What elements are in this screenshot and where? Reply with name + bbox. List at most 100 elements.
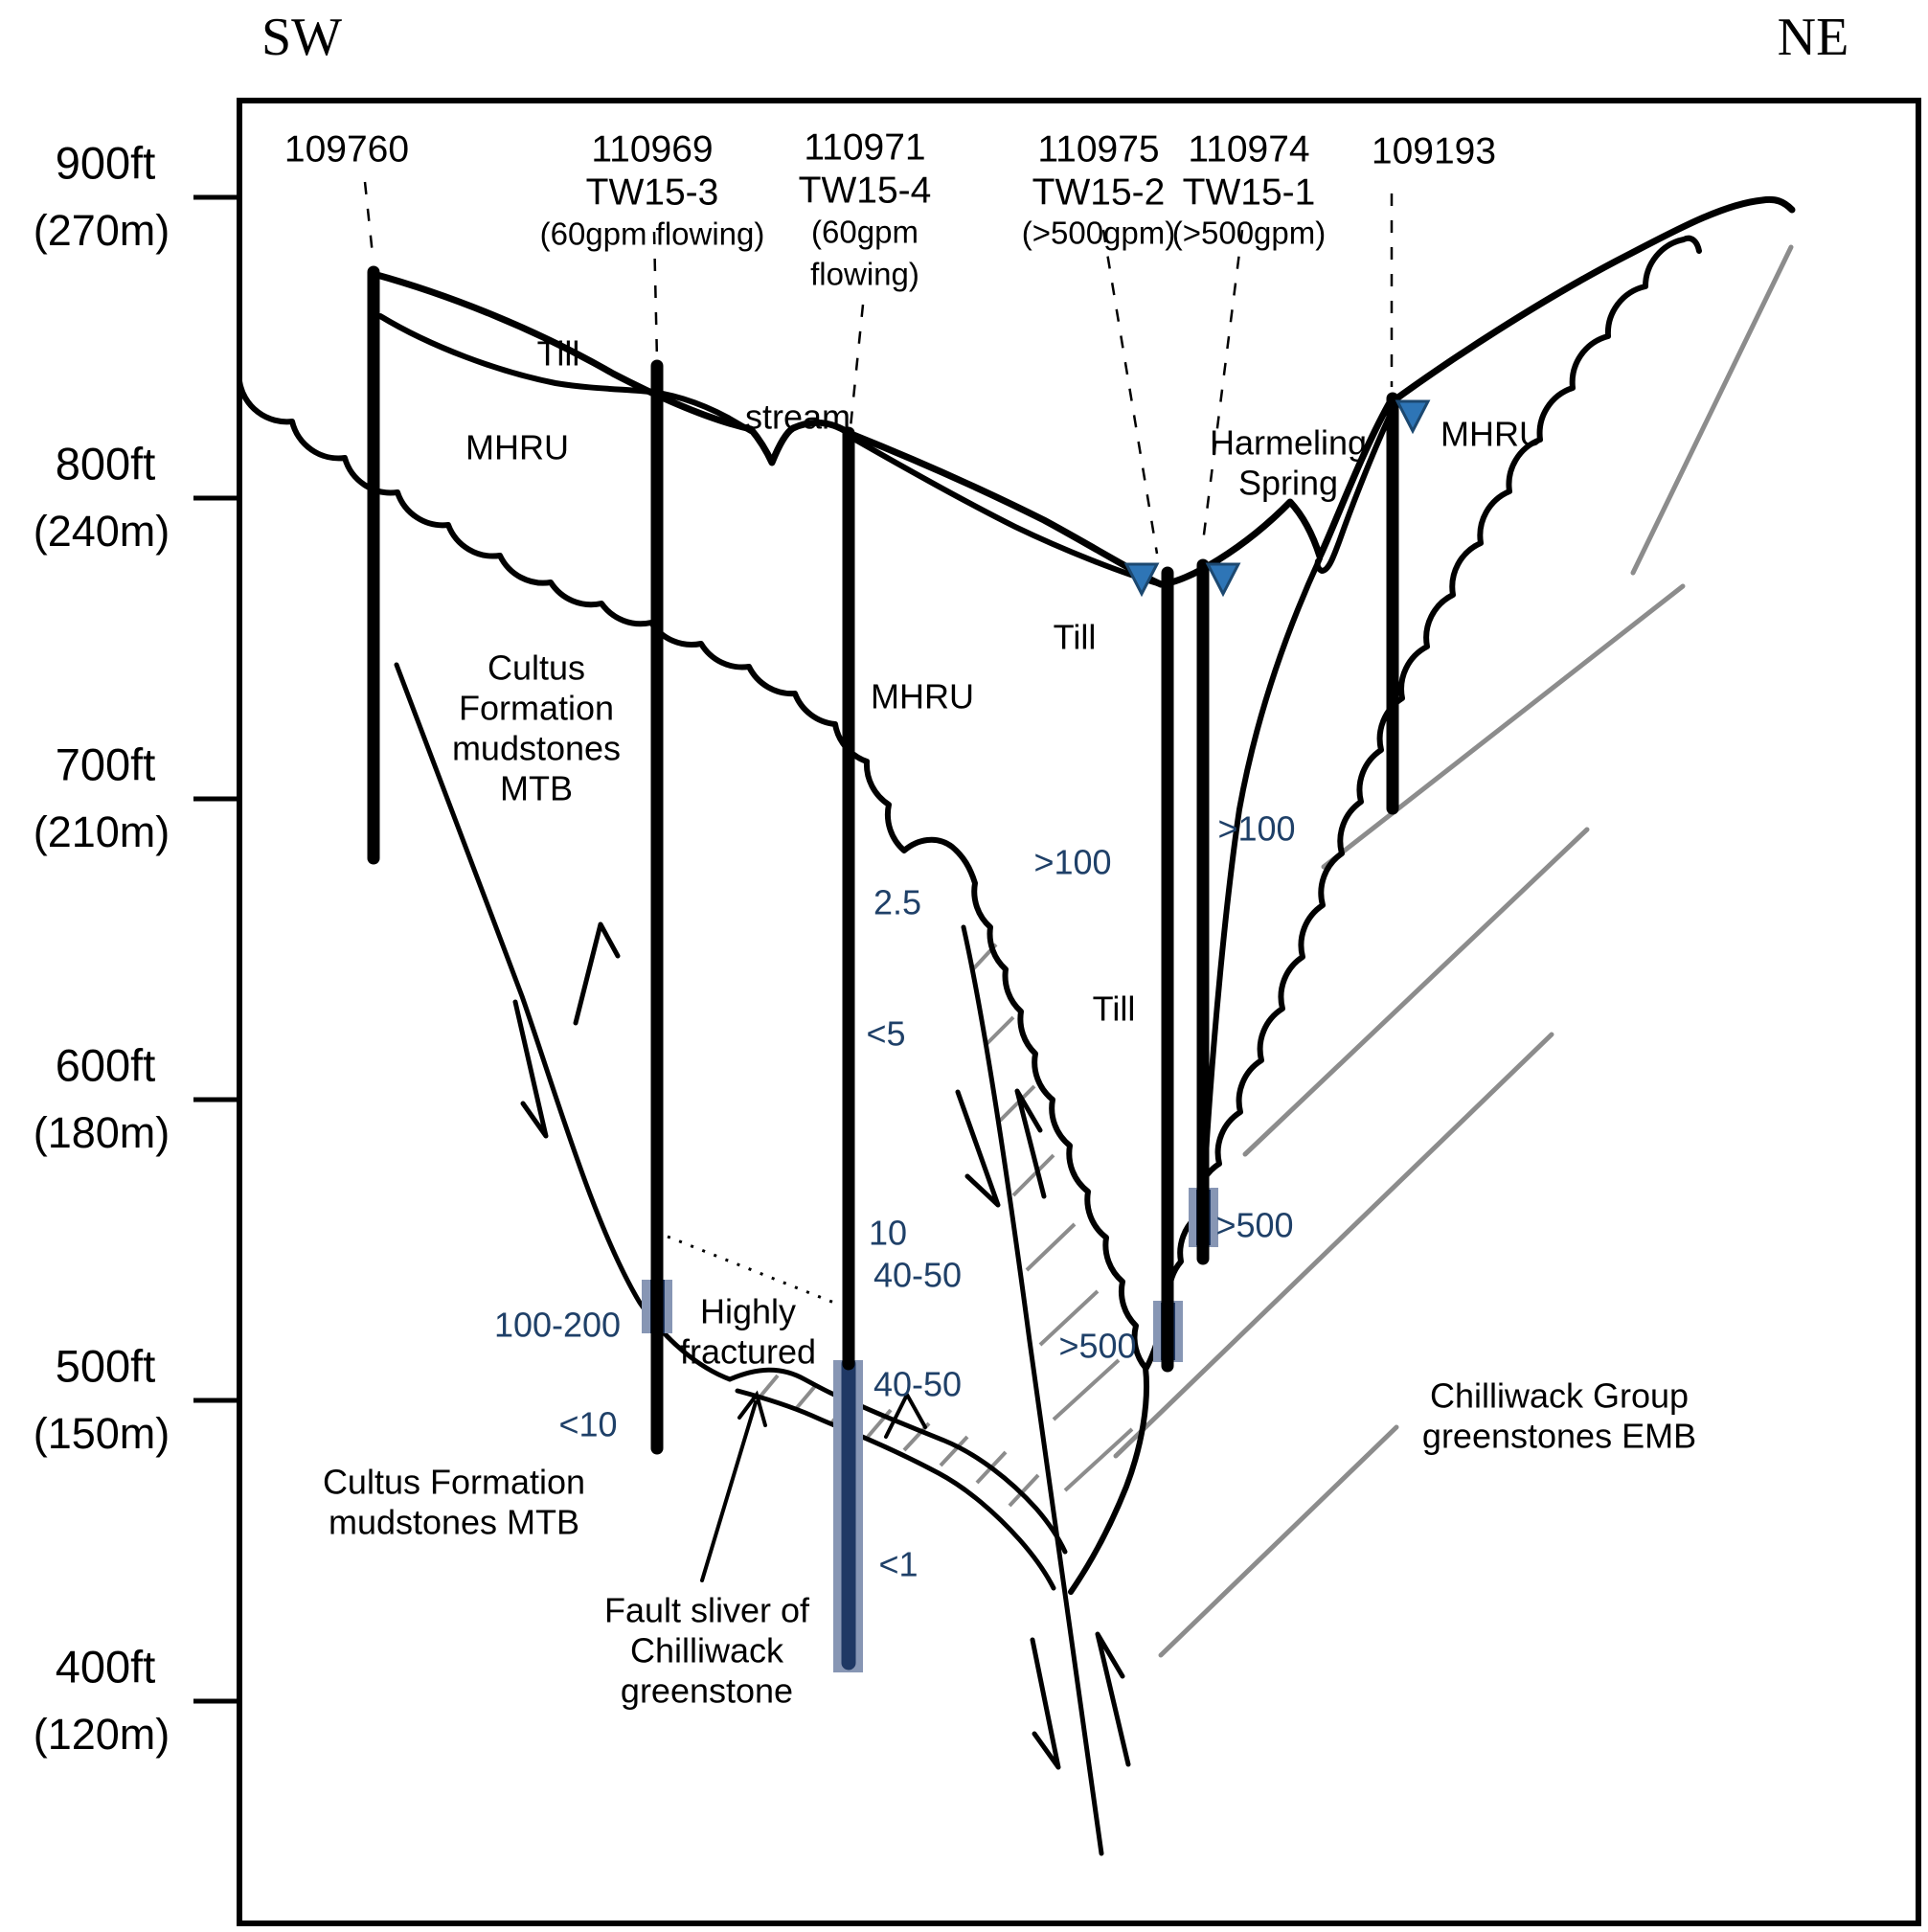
well-tw15-2-id: 110975 — [1037, 128, 1159, 170]
well-tw15-4-name: TW15-4 — [799, 170, 932, 211]
label-stream: stream — [745, 398, 851, 437]
hachure — [998, 1084, 1036, 1123]
water-table-icon — [1205, 562, 1241, 598]
hachure — [757, 1374, 780, 1400]
fault-movement-arrows — [512, 921, 1131, 1770]
axis-label-800ft: 800ft — [56, 438, 156, 489]
well-109193-id: 109193 — [1372, 130, 1496, 171]
well-tw15-4-flow1: (60gpm — [811, 215, 919, 250]
up-half-arrow — [1095, 1631, 1131, 1767]
fault-sliver-leader-arrow — [700, 1390, 767, 1582]
dip-line — [1158, 1424, 1399, 1658]
dip-line — [1630, 244, 1794, 576]
k-tw3-lt10: <10 — [558, 1405, 617, 1444]
k-tw1-gt500: >500 — [1215, 1206, 1293, 1245]
elevation-axis: 900ft (270m) 800ft (240m) 700ft (210m) 6… — [34, 137, 239, 1759]
k-tw2-gt500: >500 — [1058, 1327, 1136, 1366]
dip-line — [1321, 583, 1686, 870]
main-fault-line — [961, 924, 1104, 1856]
label-cultus-1: Cultus — [488, 648, 585, 688]
leader-tw15-3 — [652, 231, 659, 361]
label-mhru-sw: MHRU — [465, 428, 569, 467]
compass-sw: SW — [261, 8, 342, 67]
axis-label-700ft: 700ft — [56, 739, 156, 789]
well-tw15-4-id: 110971 — [804, 126, 925, 168]
hachure — [939, 1435, 969, 1467]
label-cultus-low-2: mudstones MTB — [329, 1503, 579, 1542]
unit-labels: Till MHRU stream Cultus Formation mudsto… — [323, 334, 1696, 1711]
dip-line — [1242, 827, 1590, 1157]
well-tw15-3-id: 110969 — [591, 128, 713, 170]
axis-label-150m: (150m) — [34, 1409, 170, 1458]
well-labels: 109760 110969 TW15-3 (60gpm flowing) 110… — [284, 126, 1496, 291]
well-tw15-3-name: TW15-3 — [586, 171, 719, 213]
plot-border — [237, 98, 1921, 1926]
label-harmeling-1: Harmeling — [1210, 423, 1367, 463]
water-table-icon — [1395, 399, 1431, 435]
leader-tw15-2 — [1101, 229, 1159, 555]
label-harmeling-2: Spring — [1238, 464, 1338, 503]
label-cultus-4: MTB — [500, 769, 573, 808]
sliver-arrowhead — [884, 1390, 927, 1439]
well-tw15-3-flow: (60gpm flowing) — [540, 216, 765, 252]
well-tw15-2-name: TW15-2 — [1032, 171, 1166, 213]
k-tw3-100200: 100-200 — [494, 1306, 621, 1345]
axis-label-400ft: 400ft — [56, 1641, 156, 1692]
well-tw15-4-flow2: flowing) — [810, 257, 919, 292]
down-half-arrow — [512, 999, 549, 1139]
well-tw15-1-id: 110974 — [1188, 128, 1309, 170]
highly-fractured-dotted-line — [667, 1235, 835, 1305]
well-screens — [642, 1188, 1218, 1672]
axis-label-900ft: 900ft — [56, 137, 156, 188]
hachure — [1025, 1222, 1077, 1272]
up-half-arrow — [573, 921, 621, 1026]
fault-sliver-upper-line — [727, 1367, 1068, 1555]
leader-tw15-1 — [1201, 229, 1244, 543]
axis-label-270m: (270m) — [34, 206, 170, 255]
well-tw15-1-flow: (>500gpm) — [1172, 216, 1327, 251]
fault-sliver-lower-line — [735, 1388, 1056, 1591]
hachure — [866, 1408, 893, 1439]
label-fractured-1: Highly — [700, 1292, 796, 1331]
till-base-mid-line — [846, 433, 1164, 587]
label-sliver-1: Fault sliver of — [604, 1591, 810, 1630]
axis-label-600ft: 600ft — [56, 1039, 156, 1090]
label-till-valley-1: Till — [1054, 618, 1097, 657]
axis-label-240m: (240m) — [34, 507, 170, 556]
water-table-markers — [1123, 399, 1431, 598]
leader-109760 — [363, 181, 374, 256]
label-sliver-3: greenstone — [621, 1671, 793, 1711]
label-cultus-3: mudstones — [452, 729, 621, 768]
hachure — [793, 1383, 818, 1412]
hachure — [1011, 1153, 1055, 1197]
k-tw4-lt1: <1 — [878, 1545, 918, 1584]
greenstone-top-scalloped-line — [1144, 235, 1702, 1371]
well-label-leaders — [363, 181, 1394, 555]
well-tw15-1-name: TW15-1 — [1183, 171, 1316, 213]
mhru-base-scalloped-line — [237, 378, 1150, 1595]
down-half-arrow — [955, 1089, 1001, 1208]
fault-wedge-hachures — [969, 943, 1134, 1492]
k-tw4-lt5: <5 — [866, 1014, 905, 1054]
well-tw15-2-flow: (>500gpm) — [1022, 216, 1176, 251]
axis-label-500ft: 500ft — [56, 1340, 156, 1391]
up-half-arrow — [1014, 1088, 1047, 1199]
well-109760-id: 109760 — [284, 128, 409, 170]
k-tw1-gt100: >100 — [1217, 809, 1295, 849]
water-table-icon — [1123, 562, 1160, 598]
label-mhru-ne: MHRU — [1440, 415, 1544, 454]
label-mhru-mid: MHRU — [871, 677, 974, 716]
hachure — [1052, 1358, 1121, 1421]
label-chilliwack-2: greenstones EMB — [1422, 1417, 1696, 1456]
label-till-valley-2: Till — [1093, 989, 1136, 1029]
well-bores — [367, 265, 1399, 1455]
k-tw4-4050b: 40-50 — [873, 1365, 962, 1404]
till-mhru-ne-line — [1201, 556, 1323, 1193]
k-tw2-gt100: >100 — [1033, 843, 1111, 882]
dip-line — [1113, 1032, 1554, 1459]
label-till-sw: Till — [537, 334, 580, 374]
till-base-sw-line — [377, 313, 754, 434]
label-cultus-low-1: Cultus Formation — [323, 1463, 585, 1502]
axis-label-180m: (180m) — [34, 1108, 170, 1157]
